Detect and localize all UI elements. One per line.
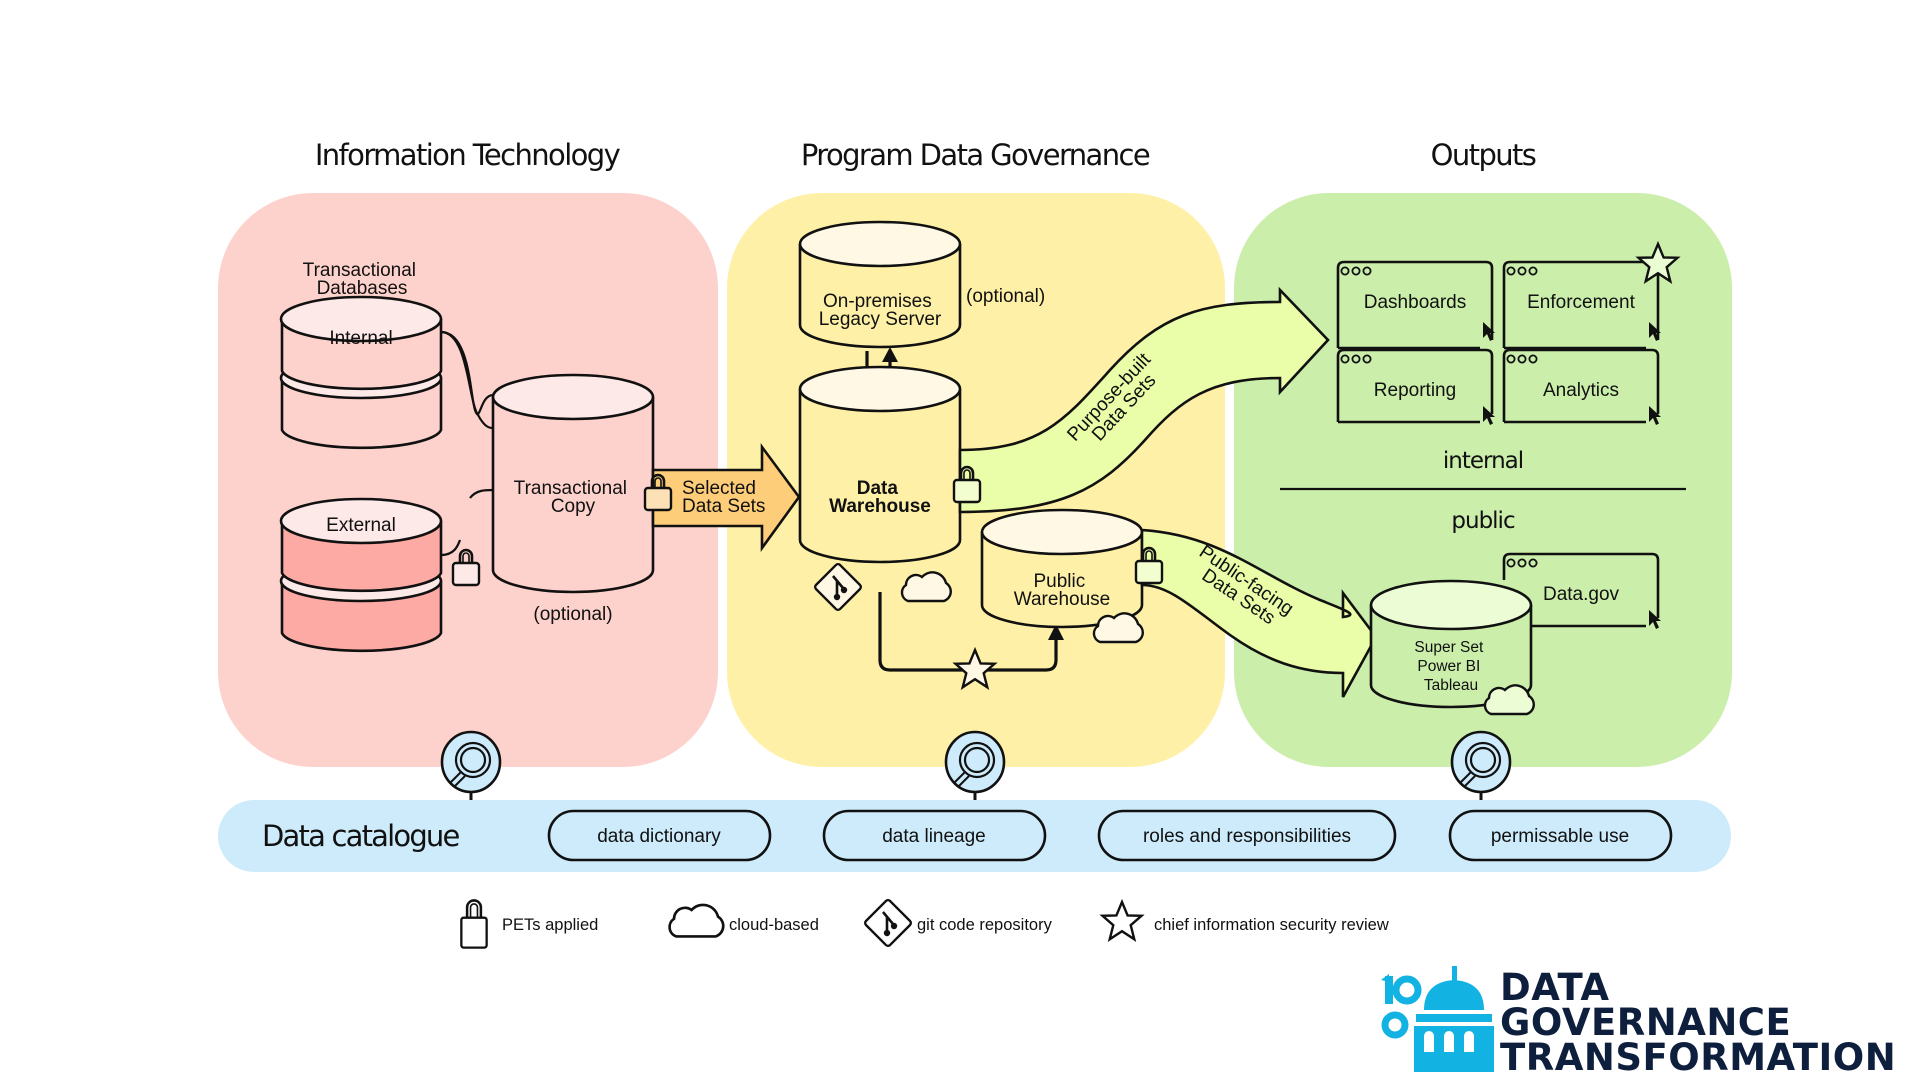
app-window-reporting[interactable]: Reporting (1336, 348, 1495, 425)
cloud-icon (1483, 684, 1535, 716)
internal-zone-label: internal (1443, 448, 1523, 474)
section-title-program-data-governance: Program Data Governance (801, 138, 1150, 172)
public-zone-label: public (1451, 508, 1515, 534)
app-label-data-gov: Data.gov (1543, 584, 1620, 605)
bi-tools-label: Super Set Power BI Tableau (1414, 639, 1487, 694)
transactional-copy-database[interactable]: Transactional Copy (491, 373, 655, 594)
data-governance-transformation-logo: DATA GOVERNANCE TRANSFORMATION (1381, 966, 1896, 1079)
logo-line-3: TRANSFORMATION (1500, 1036, 1896, 1079)
app-window-dashboards[interactable]: Dashboards (1336, 260, 1495, 350)
capitol-dome-logo-icon (1381, 966, 1494, 1072)
legend: PETs applied cloud-based git code reposi… (460, 897, 1389, 949)
catalogue-search-icon[interactable] (944, 730, 1006, 802)
svg-text:roles and responsibilities: roles and responsibilities (1143, 826, 1351, 847)
external-to-copy-connector (440, 488, 494, 557)
data-warehouse-database[interactable]: Data Warehouse (798, 365, 962, 564)
app-label-reporting: Reporting (1374, 380, 1456, 401)
section-title-information-technology: Information Technology (315, 138, 621, 172)
git-icon (862, 897, 914, 949)
section-title-outputs: Outputs (1431, 138, 1536, 172)
public-warehouse-arrow-head (1048, 624, 1064, 640)
legacy-server-optional-note: (optional) (966, 286, 1045, 307)
logo-line-2: GOVERNANCE (1500, 1001, 1791, 1044)
svg-text:chief information security rev: chief information security review (1154, 916, 1389, 934)
bi-tools-database[interactable]: Super Set Power BI Tableau (1369, 579, 1533, 709)
svg-text:data lineage: data lineage (882, 826, 986, 847)
legacy-server-database[interactable]: On-premises Legacy Server (798, 220, 962, 349)
legend-item-git: git code repository (862, 897, 1053, 949)
public-facing-data-sets-arrow: Public-facing Data Sets (1134, 528, 1378, 698)
pill-data-dictionary[interactable]: data dictionary (547, 809, 772, 862)
app-window-analytics[interactable]: Analytics (1502, 348, 1661, 425)
external-database-label: External (326, 515, 396, 536)
cloud-icon (900, 571, 952, 603)
cloud-icon (1092, 612, 1144, 644)
public-warehouse-database[interactable]: Public Warehouse (980, 508, 1144, 629)
legend-item-star: chief information security review (1101, 900, 1389, 941)
lock-icon (460, 899, 488, 949)
app-window-enforcement[interactable]: Enforcement (1502, 242, 1679, 350)
svg-text:cloud-based: cloud-based (729, 916, 819, 934)
app-label-analytics: Analytics (1543, 380, 1619, 401)
catalogue-search-icon[interactable] (440, 730, 502, 802)
purpose-built-data-sets-arrow: Purpose-built Data Sets (952, 286, 1330, 514)
logo-line-1: DATA (1500, 966, 1609, 1009)
pill-data-lineage[interactable]: data lineage (822, 809, 1047, 862)
star-icon (1101, 900, 1143, 941)
app-label-dashboards: Dashboards (1364, 292, 1466, 313)
selected-data-sets-label: Selected Data Sets (682, 478, 765, 517)
external-database[interactable]: External (279, 497, 443, 653)
app-window-data-gov[interactable]: Data.gov (1502, 552, 1661, 629)
cloud-icon (668, 903, 725, 938)
app-label-enforcement: Enforcement (1527, 292, 1635, 313)
transactional-copy-label: Transactional Copy (514, 478, 633, 517)
svg-text:PETs applied: PETs applied (502, 916, 598, 934)
legend-item-cloud: cloud-based (668, 903, 819, 938)
svg-text:git code repository: git code repository (917, 916, 1053, 934)
internal-database-label: Internal (329, 328, 392, 349)
pill-roles-and-responsibilities[interactable]: roles and responsibilities (1097, 809, 1397, 862)
legacy-server-label: On-premises Legacy Server (819, 291, 942, 330)
catalogue-search-icon[interactable] (1450, 730, 1512, 802)
up-arrow-head (882, 347, 898, 362)
transactional-copy-optional-note: (optional) (533, 604, 612, 625)
svg-text:permissable use: permissable use (1491, 826, 1629, 847)
data-warehouse-label: Data Warehouse (829, 478, 931, 517)
internal-to-copy-connector (440, 330, 494, 430)
internal-database[interactable]: Internal (279, 295, 443, 450)
transactional-databases-label: Transactional Databases (303, 260, 422, 299)
legend-item-pets: PETs applied (460, 899, 598, 949)
svg-text:data dictionary: data dictionary (597, 826, 721, 847)
selected-data-sets-arrow: Selected Data Sets (643, 443, 801, 553)
data-catalogue-title: Data catalogue (262, 819, 460, 853)
pill-permissable-use[interactable]: permissable use (1448, 809, 1673, 862)
public-warehouse-label: Public Warehouse (1014, 571, 1110, 610)
